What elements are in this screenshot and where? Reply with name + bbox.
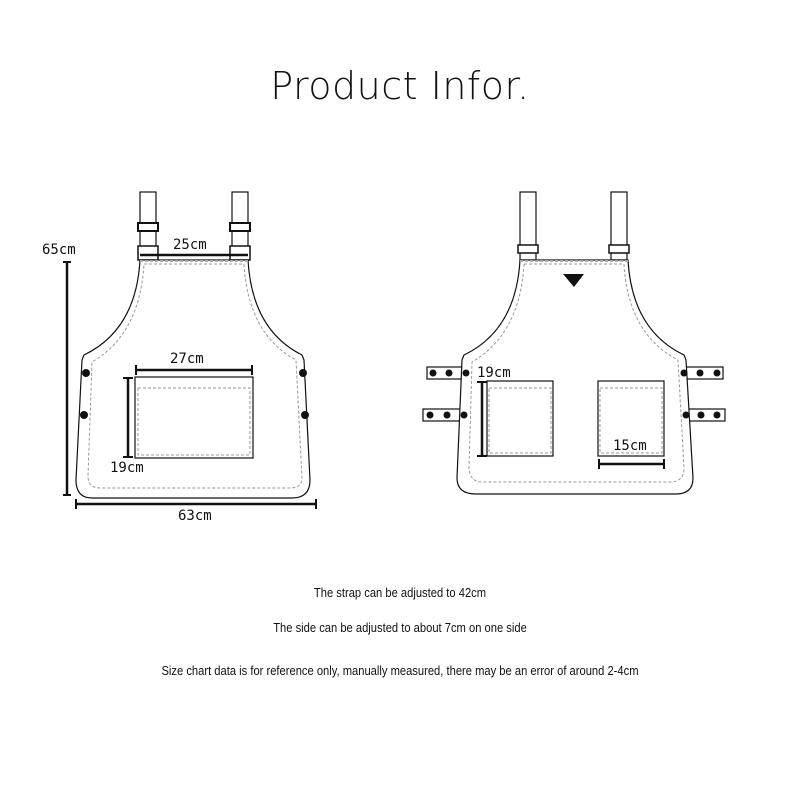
back-pocket-height-label: 19cm [477,365,511,381]
front-pocket-width-label: 27cm [170,351,204,367]
note-strap-adjustment: The strap can be adjusted to 42cm [313,585,487,600]
note-side-adjustment: The side can be adjusted to about 7cm on… [273,620,527,635]
front-pocket-height-label: 19cm [110,460,144,476]
back-right-buckle [608,244,630,254]
back-left-buckle [517,244,539,254]
rivet [82,369,90,377]
page-title: Product Infor. [270,64,530,108]
front-pocket [134,376,254,459]
back-dimensions: 19cm 15cm [477,365,665,469]
back-left-pocket [486,380,554,457]
front-apron-stitching [87,263,303,489]
left-strap-buckle [137,222,159,232]
front-pocket-stitching [137,387,251,456]
back-pocket-width-label: 15cm [613,438,647,454]
front-neck-width-label: 25cm [173,237,207,253]
left-strap-loop [137,245,159,261]
rivet [301,411,309,419]
front-dimensions: 65cm 25cm 27cm 19cm 63cm [42,237,317,524]
right-strap-loop [229,245,251,261]
rivet [80,411,88,419]
front-bottom-width-label: 63cm [178,508,212,524]
back-apron [422,191,726,495]
right-strap-buckle [229,222,251,232]
back-apron-stitching [468,263,685,483]
back-right-pocket [597,380,665,457]
rivet [299,369,307,377]
logo-badge-icon [563,274,584,287]
front-height-label: 65cm [42,242,76,258]
front-apron [75,191,311,499]
note-size-disclaimer: Size chart data is for reference only, m… [161,663,639,678]
